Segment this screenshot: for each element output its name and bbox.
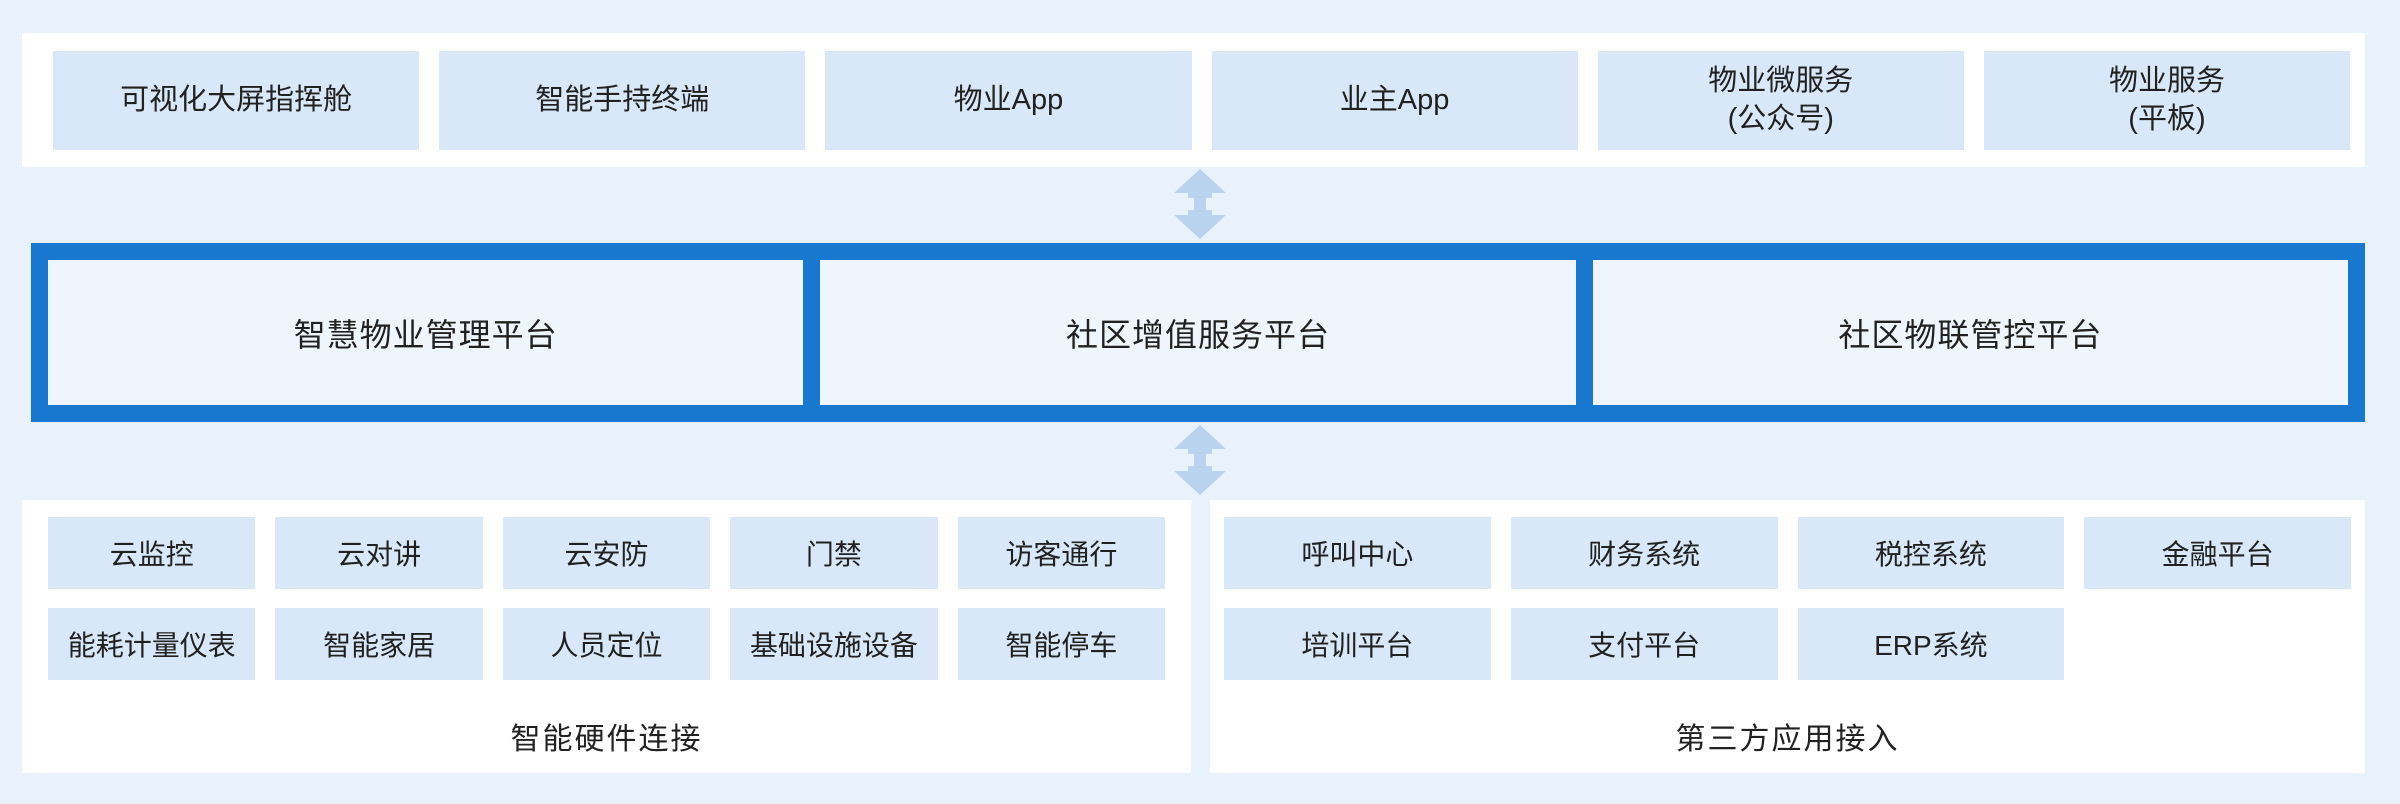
app-box-label: 支付平台 bbox=[1588, 630, 1701, 661]
up-down-arrow-icon bbox=[1174, 425, 1226, 495]
app-box-label: 财务系统 bbox=[1588, 539, 1701, 570]
device-box-label: 人员定位 bbox=[550, 630, 663, 661]
device-box-label: 智能停车 bbox=[1005, 630, 1118, 661]
device-box-cloud-monitoring: 云监控 bbox=[48, 517, 256, 589]
thirdparty-section-label: 第三方应用接入 bbox=[1675, 723, 1900, 756]
device-box-infrastructure-equipment: 基础设施设备 bbox=[730, 608, 938, 680]
platform-box-value-added-service: 社区增值服务平台 bbox=[820, 260, 1576, 405]
app-box-finance-system: 财务系统 bbox=[1510, 517, 1778, 589]
terminal-box-label: 智能手持终端 bbox=[535, 84, 710, 116]
terminal-box-handheld: 智能手持终端 bbox=[439, 50, 806, 150]
terminal-box-label: 业主App bbox=[1339, 84, 1450, 116]
app-box-label: 呼叫中心 bbox=[1301, 539, 1414, 570]
app-box-label: ERP系统 bbox=[1874, 630, 1988, 661]
thirdparty-row-1: 呼叫中心 财务系统 税控系统 金融平台 bbox=[1224, 517, 2351, 589]
device-box-personnel-positioning: 人员定位 bbox=[502, 608, 711, 680]
terminal-box-label: 物业微服务 (公众号) bbox=[1708, 65, 1854, 135]
device-box-label: 云对讲 bbox=[337, 539, 422, 570]
terminal-box-tablet-service: 物业服务 (平板) bbox=[1983, 50, 2351, 150]
device-box-label: 访客通行 bbox=[1005, 539, 1118, 570]
app-box-label: 培训平台 bbox=[1301, 630, 1414, 661]
app-box-empty-slot bbox=[2084, 608, 2351, 680]
device-box-label: 云安防 bbox=[564, 539, 649, 570]
terminal-box-property-app: 物业App bbox=[825, 50, 1192, 150]
terminal-box-label: 物业服务 (平板) bbox=[2108, 65, 2225, 135]
app-box-financial-platform: 金融平台 bbox=[2084, 517, 2351, 589]
device-box-label: 门禁 bbox=[805, 539, 862, 570]
hardware-connection-panel: 云监控 云对讲 云安防 门禁 访客通行 能耗计量仪表 智能家居 人员定位 bbox=[22, 500, 1191, 773]
device-box-cloud-security: 云安防 bbox=[502, 517, 711, 589]
platform-box-iot-control: 社区物联管控平台 bbox=[1592, 260, 2348, 405]
hardware-row-1: 云监控 云对讲 云安防 门禁 访客通行 bbox=[48, 517, 1166, 589]
app-box-training-platform: 培训平台 bbox=[1224, 608, 1491, 680]
device-box-smart-home: 智能家居 bbox=[275, 608, 483, 680]
platform-box-label: 智慧物业管理平台 bbox=[293, 316, 558, 353]
platform-box-property-management: 智慧物业管理平台 bbox=[48, 260, 804, 405]
app-box-call-center: 呼叫中心 bbox=[1224, 517, 1491, 589]
device-box-cloud-intercom: 云对讲 bbox=[275, 517, 483, 589]
app-box-label: 税控系统 bbox=[1874, 539, 1987, 570]
terminal-box-wechat-service: 物业微服务 (公众号) bbox=[1597, 50, 1964, 150]
platform-layer-band: 智慧物业管理平台 社区增值服务平台 社区物联管控平台 bbox=[31, 243, 2365, 422]
thirdparty-access-panel: 呼叫中心 财务系统 税控系统 金融平台 培训平台 支付平台 ERP系统 bbox=[1210, 500, 2365, 773]
terminal-box-owner-app: 业主App bbox=[1211, 50, 1578, 150]
device-box-label: 基础设施设备 bbox=[749, 630, 918, 661]
hardware-section-label: 智能硬件连接 bbox=[510, 723, 703, 756]
app-box-erp-system: ERP系统 bbox=[1797, 608, 2065, 680]
app-box-tax-system: 税控系统 bbox=[1797, 517, 2065, 589]
device-box-access-control: 门禁 bbox=[730, 517, 938, 589]
up-down-arrow-icon bbox=[1174, 169, 1226, 239]
device-box-visitor-pass: 访客通行 bbox=[957, 517, 1166, 589]
device-box-smart-parking: 智能停车 bbox=[957, 608, 1166, 680]
platform-box-label: 社区增值服务平台 bbox=[1065, 316, 1330, 353]
app-box-label: 金融平台 bbox=[2161, 539, 2274, 570]
device-box-label: 云监控 bbox=[109, 539, 194, 570]
hardware-row-2: 能耗计量仪表 智能家居 人员定位 基础设施设备 智能停车 bbox=[48, 608, 1166, 680]
platform-box-label: 社区物联管控平台 bbox=[1838, 316, 2103, 353]
thirdparty-row-2: 培训平台 支付平台 ERP系统 bbox=[1224, 608, 2351, 680]
device-box-energy-meter: 能耗计量仪表 bbox=[48, 608, 256, 680]
app-box-payment-platform: 支付平台 bbox=[1510, 608, 1778, 680]
terminal-layer-band: 可视化大屏指挥舱 智能手持终端 物业App 业主App 物业微服务 (公众号) … bbox=[22, 33, 2365, 167]
terminal-box-label: 可视化大屏指挥舱 bbox=[120, 84, 353, 116]
device-box-label: 能耗计量仪表 bbox=[67, 630, 236, 661]
terminal-box-command-screen: 可视化大屏指挥舱 bbox=[53, 50, 420, 150]
terminal-box-label: 物业App bbox=[953, 84, 1064, 116]
device-box-label: 智能家居 bbox=[323, 630, 436, 661]
